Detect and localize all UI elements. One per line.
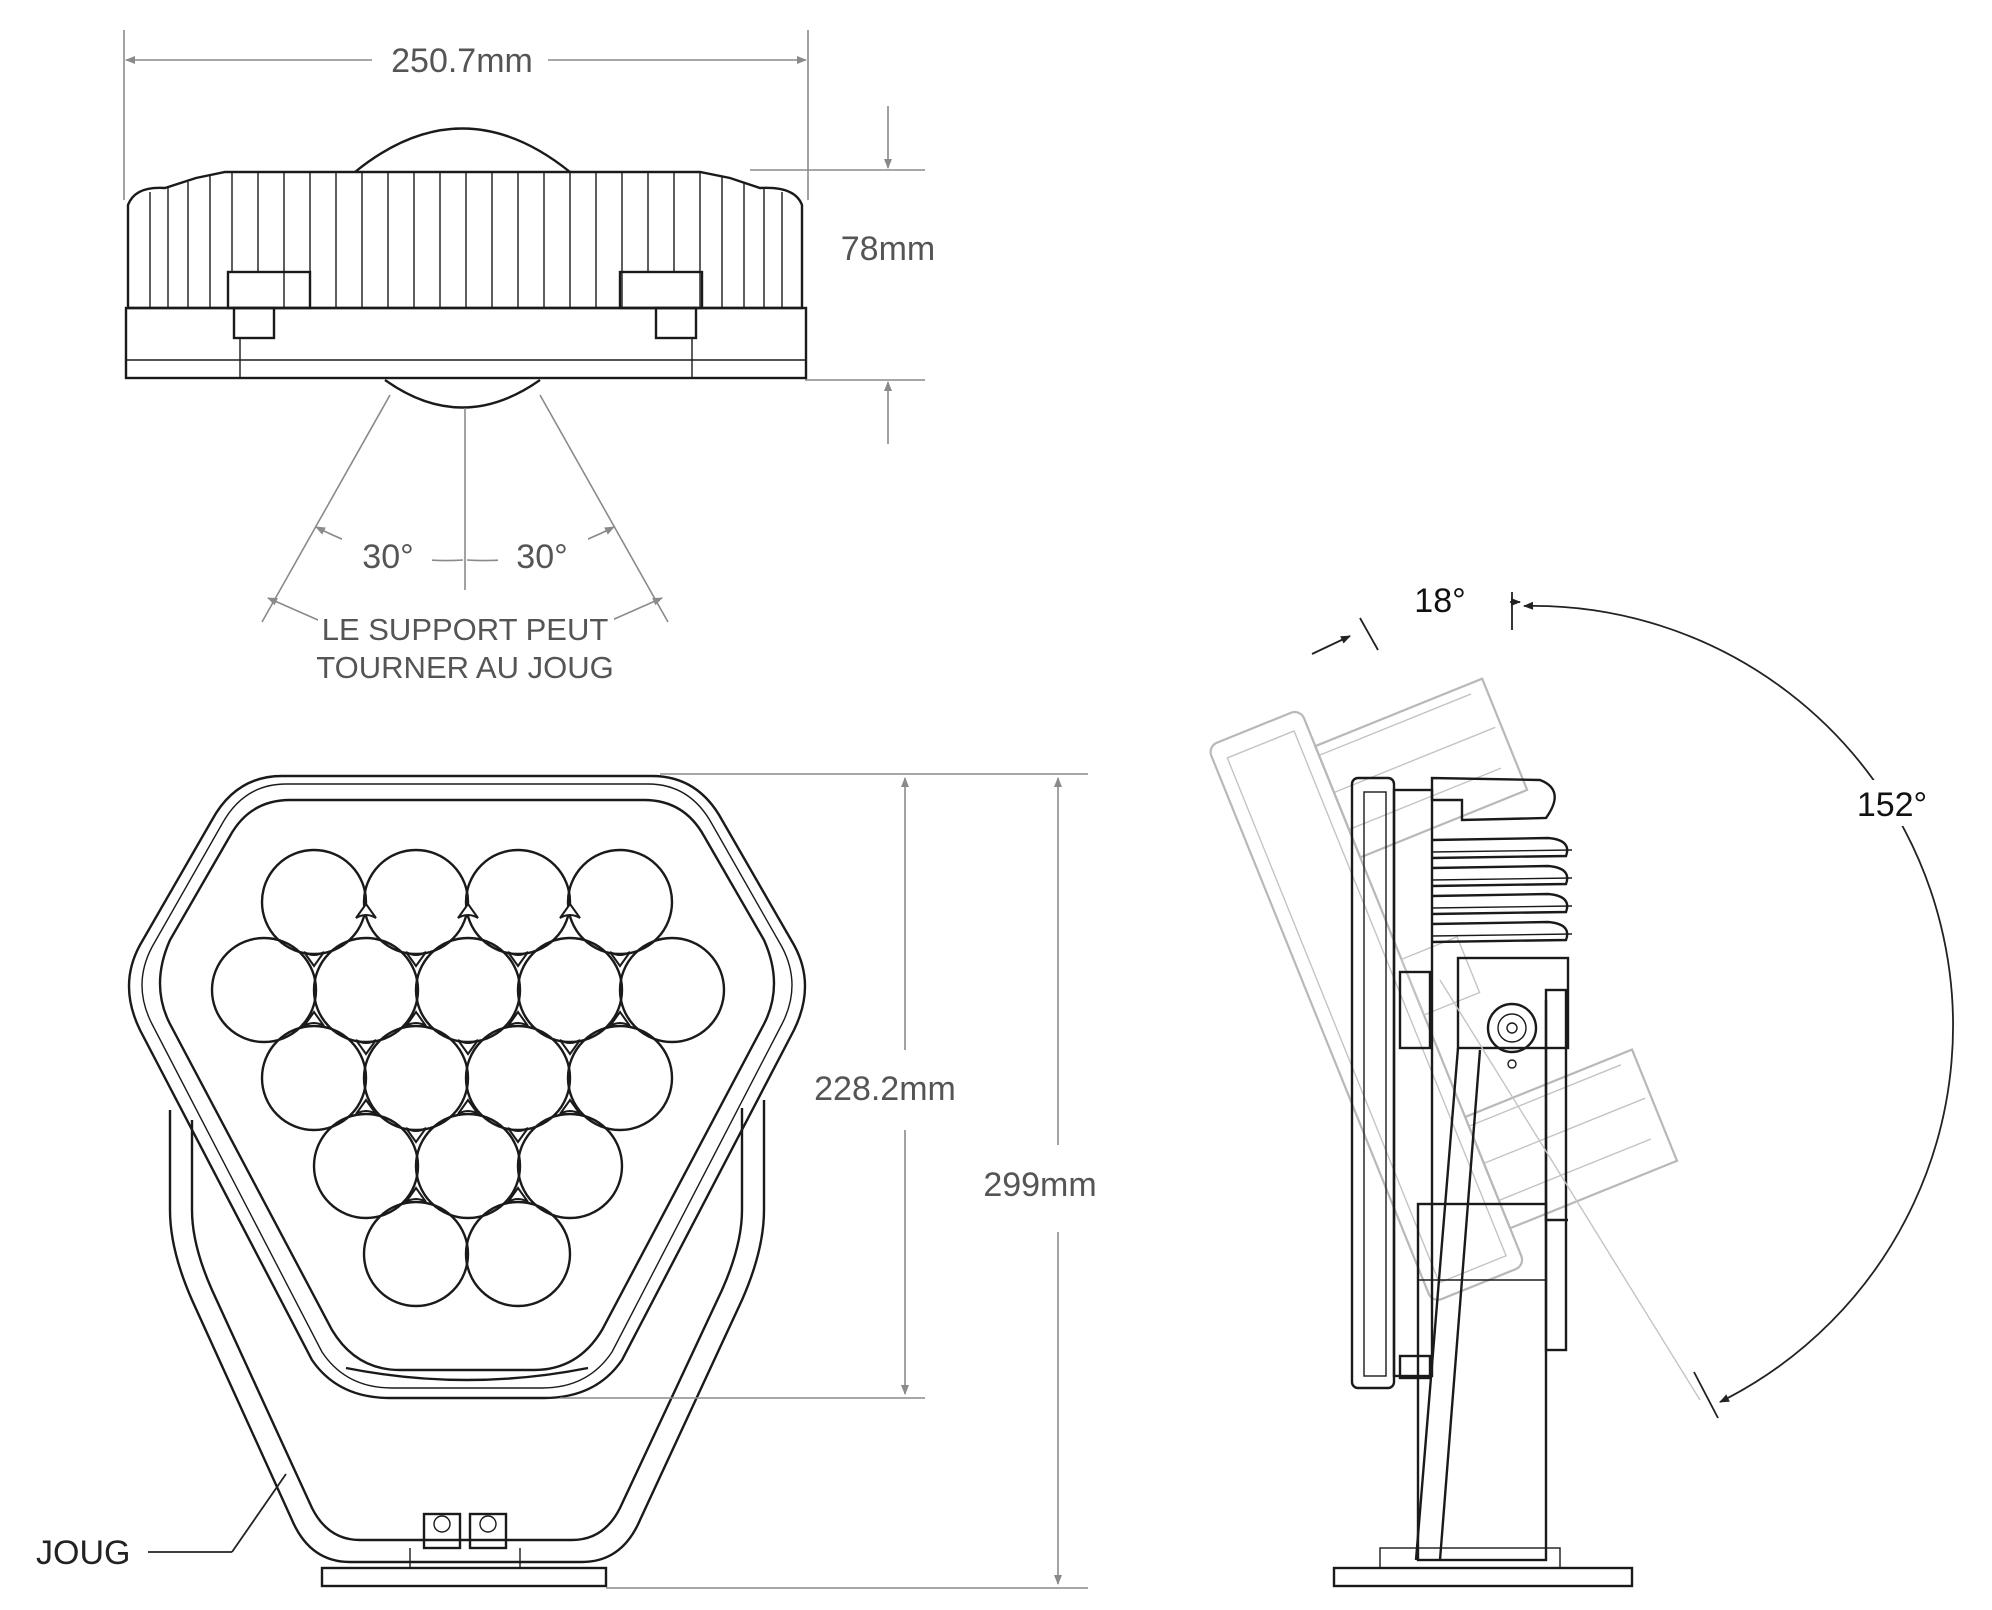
rotation-right-label: 30° — [516, 538, 567, 576]
height-dimension-label: 78mm — [841, 230, 935, 268]
rotation-note-line2: TOURNER AU JOUG — [316, 650, 613, 685]
front-view: 228.2mm 299mm JOUG — [36, 773, 1097, 1589]
rotation-note-line1: LE SUPPORT PEUT — [322, 612, 609, 647]
side-fins — [1430, 776, 1573, 944]
side-view: 18° 152° — [1209, 574, 1954, 1588]
top-view: 250.7mm 78mm — [123, 30, 935, 685]
lens-height-dimension-label: 228.2mm — [814, 1070, 956, 1108]
led-optics — [210, 848, 726, 1308]
heat-sink-fins — [149, 172, 783, 308]
rotation-left-label: 30° — [362, 538, 413, 576]
tilt-angle-label: 18° — [1414, 582, 1465, 620]
total-height-dimension-label: 299mm — [983, 1166, 1096, 1204]
yoke-label: JOUG — [36, 1534, 130, 1572]
width-dimension-label: 250.7mm — [391, 42, 533, 80]
swing-angle-label: 152° — [1857, 786, 1927, 824]
optic-gap-markers — [303, 902, 631, 1203]
